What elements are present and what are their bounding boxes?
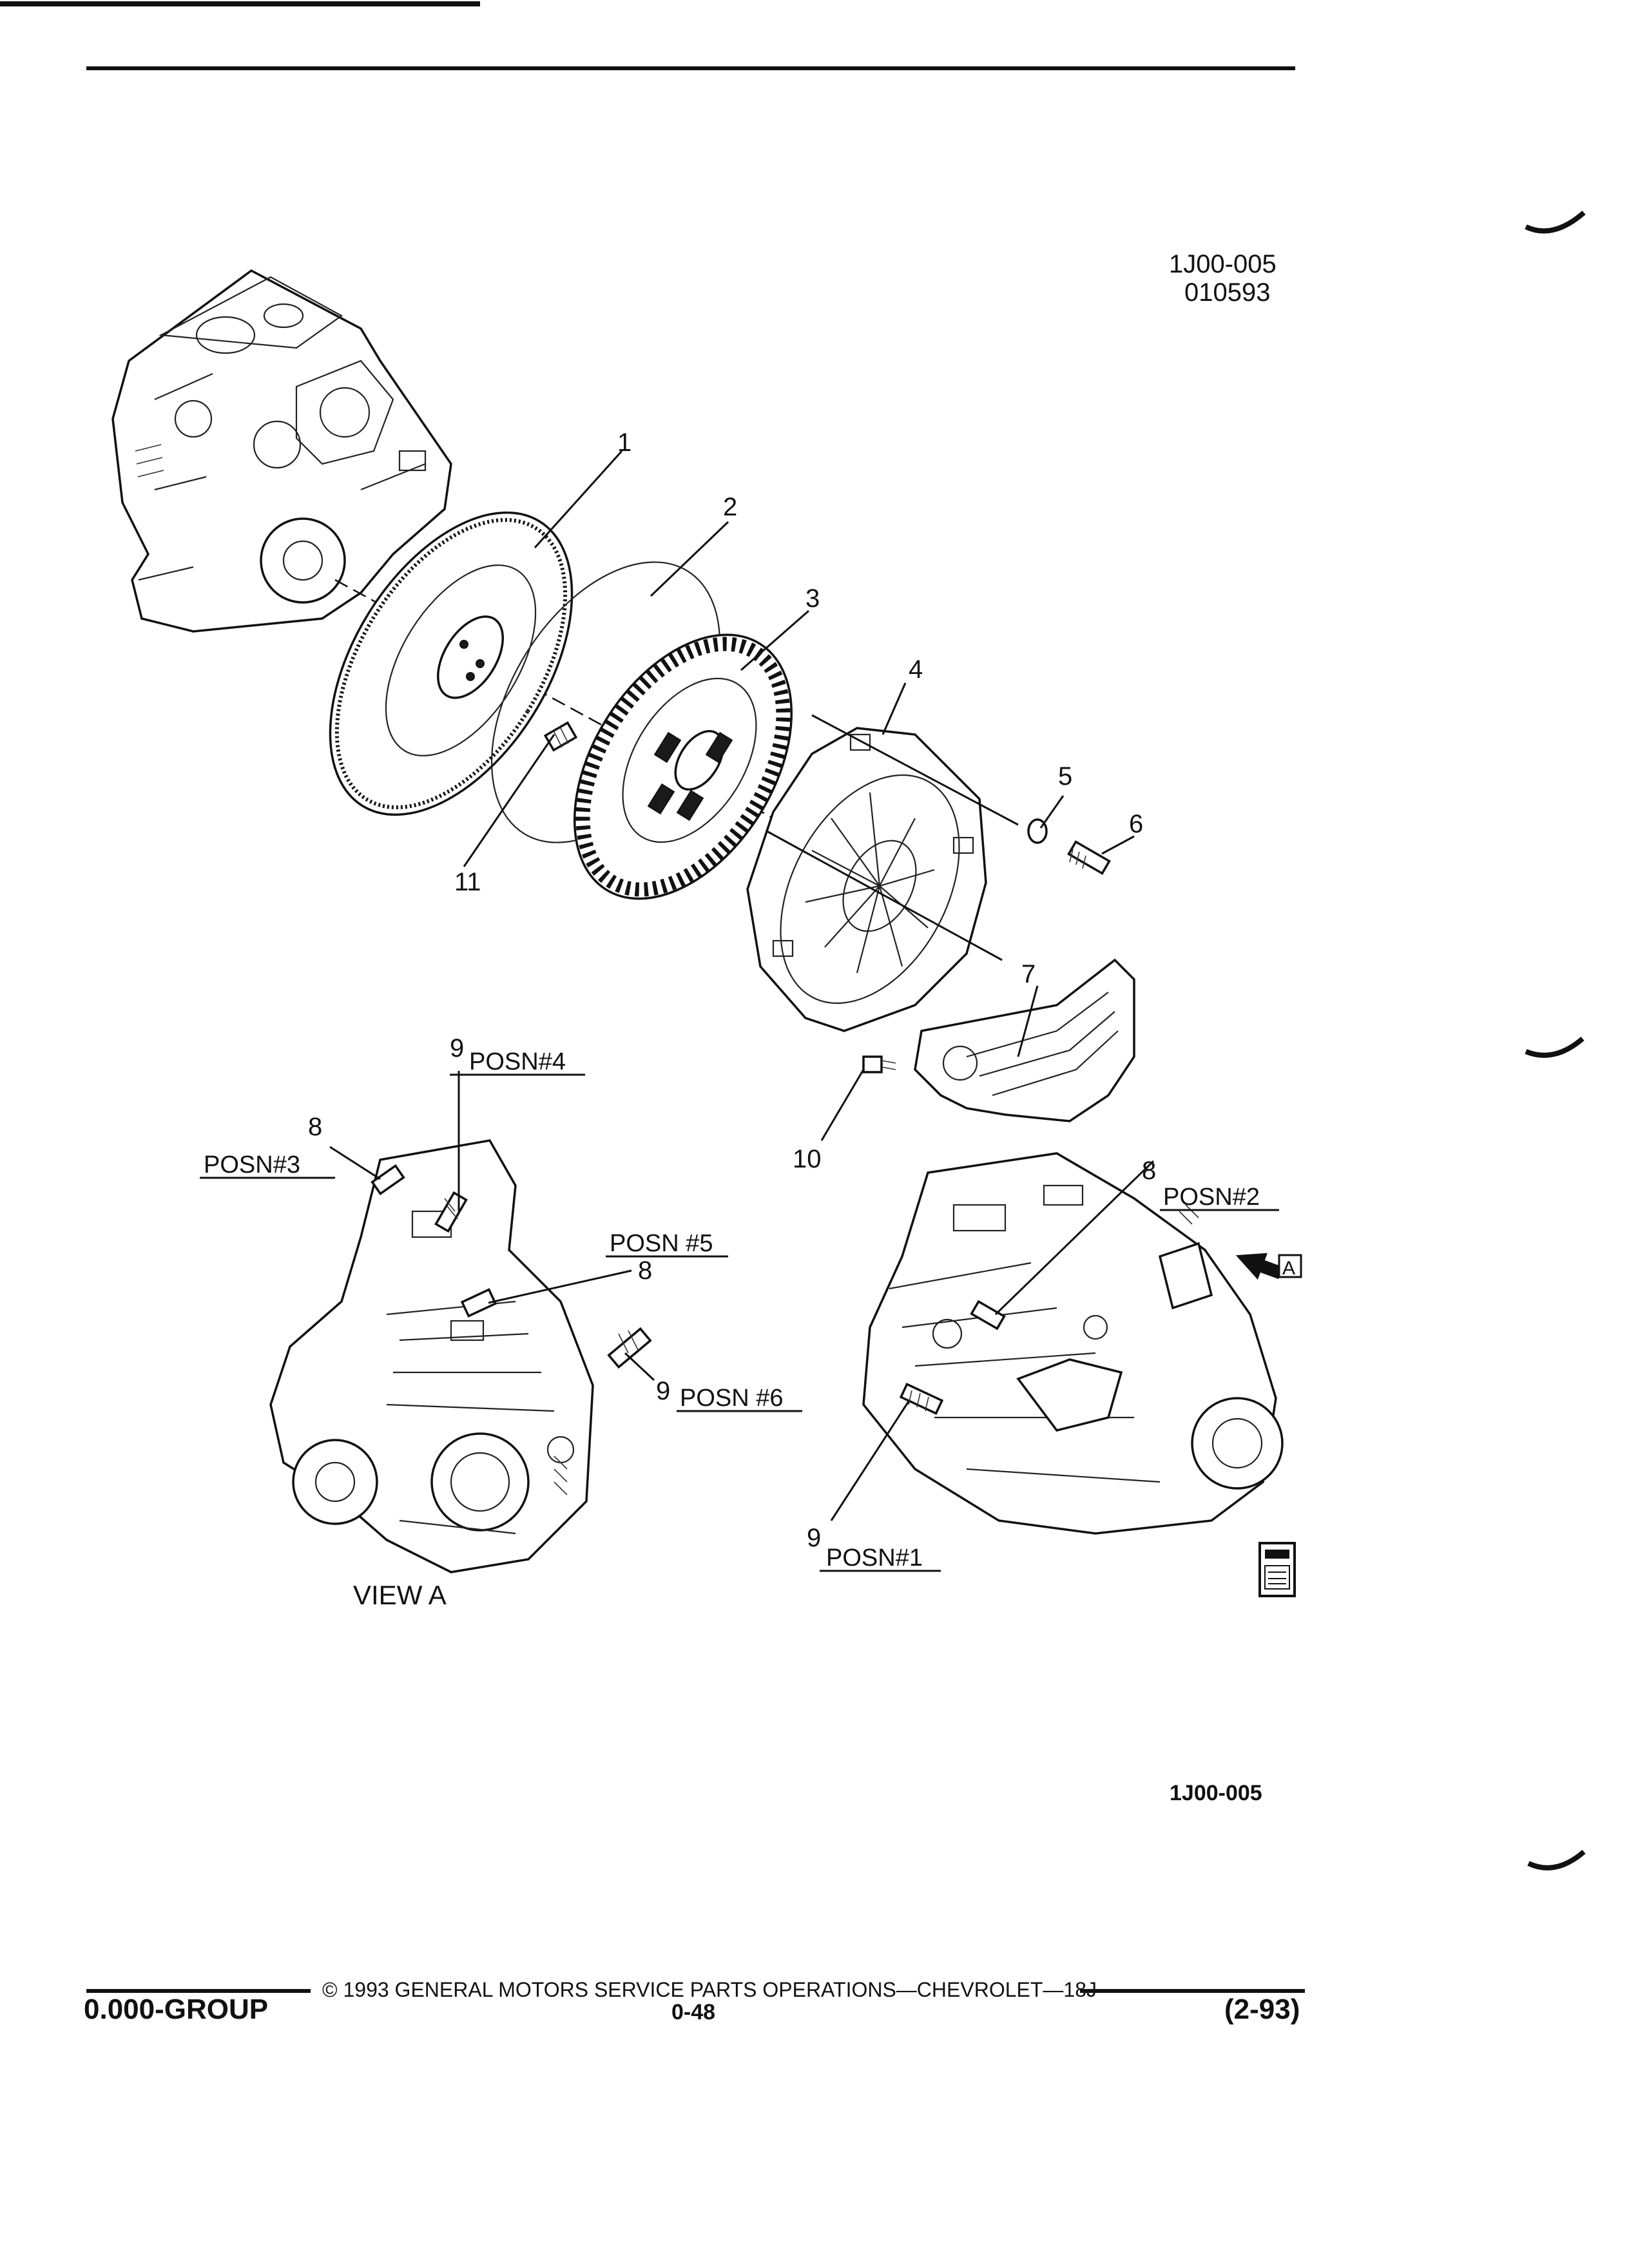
- posn-underlines: [200, 1073, 1279, 1572]
- callout-9-posn1: 9: [807, 1524, 821, 1552]
- label-posn3: POSN#3: [204, 1151, 300, 1178]
- binder-mark: [1525, 210, 1586, 234]
- view-marker-letter: A: [1282, 1258, 1295, 1279]
- header-date: 010593: [1184, 278, 1271, 307]
- binder-mark: [1525, 1036, 1585, 1058]
- callout-2: 2: [723, 493, 737, 521]
- view-marker-box: [1278, 1254, 1302, 1278]
- posn2-bolt: [970, 1300, 1006, 1331]
- view-a-leader-lines: [329, 1071, 655, 1381]
- posn3-bolt: [371, 1164, 405, 1196]
- pressure-plate-bolt: [1067, 840, 1111, 875]
- callout-8-posn3: 8: [308, 1113, 322, 1141]
- callout-9-posn6: 9: [656, 1377, 670, 1405]
- callout-3: 3: [805, 584, 820, 613]
- callout-8-posn2: 8: [1142, 1157, 1156, 1185]
- flywheel: [329, 511, 574, 816]
- binder-mark: [1527, 1849, 1586, 1870]
- callout-10: 10: [793, 1145, 822, 1173]
- clutch-disc: [573, 633, 793, 900]
- pictogram-icon: [1258, 1542, 1296, 1597]
- flywheel-dust-shield: [914, 958, 1135, 1122]
- top-leader-lines: [463, 450, 1135, 1141]
- view-arrow-icon: [1235, 1253, 1284, 1280]
- callout-9-posn4: 9: [450, 1034, 464, 1062]
- label-posn1: POSN#1: [826, 1544, 923, 1571]
- posn5-bolt: [460, 1288, 497, 1318]
- callout-11: 11: [454, 868, 481, 896]
- posn1-stud: [899, 1383, 944, 1415]
- copyright-text: 1993 GENERAL MOTORS SERVICE PARTS OPERAT…: [343, 1978, 1097, 2001]
- figure-reference: 1J00-005: [1170, 1781, 1262, 1805]
- header-code: 1J00-005: [1169, 250, 1277, 278]
- footer-copyright: © 1993 GENERAL MOTORS SERVICE PARTS OPER…: [322, 1978, 1097, 2002]
- dust-shield-bolt: [862, 1055, 896, 1073]
- copyright-symbol: ©: [322, 1978, 338, 2001]
- callout-1: 1: [617, 428, 631, 457]
- pressure-plate: [746, 727, 987, 1032]
- view-a-label: VIEW A: [353, 1580, 447, 1610]
- engine-block-illustration: [111, 269, 452, 633]
- posn6-stud: [607, 1327, 652, 1369]
- right-leader-lines: [830, 1160, 1155, 1521]
- label-posn5: POSN #5: [610, 1230, 713, 1257]
- callout-6: 6: [1129, 810, 1143, 838]
- footer-group: 0.000-GROUP: [84, 1994, 269, 2025]
- callout-4: 4: [909, 655, 923, 684]
- transaxle-illustration: [862, 1152, 1284, 1535]
- transaxle-view-a-illustration: [269, 1139, 594, 1573]
- footer-revision: (2-93): [1224, 1994, 1300, 2025]
- callout-8-posn5: 8: [638, 1256, 652, 1285]
- footer-page-number: 0-48: [671, 2000, 716, 2024]
- label-posn6: POSN #6: [680, 1385, 784, 1412]
- label-posn2: POSN#2: [1163, 1184, 1260, 1211]
- label-posn4: POSN#4: [469, 1048, 566, 1075]
- callout-5: 5: [1058, 762, 1072, 791]
- callout-7: 7: [1021, 960, 1036, 988]
- pilot-bolt: [543, 721, 578, 752]
